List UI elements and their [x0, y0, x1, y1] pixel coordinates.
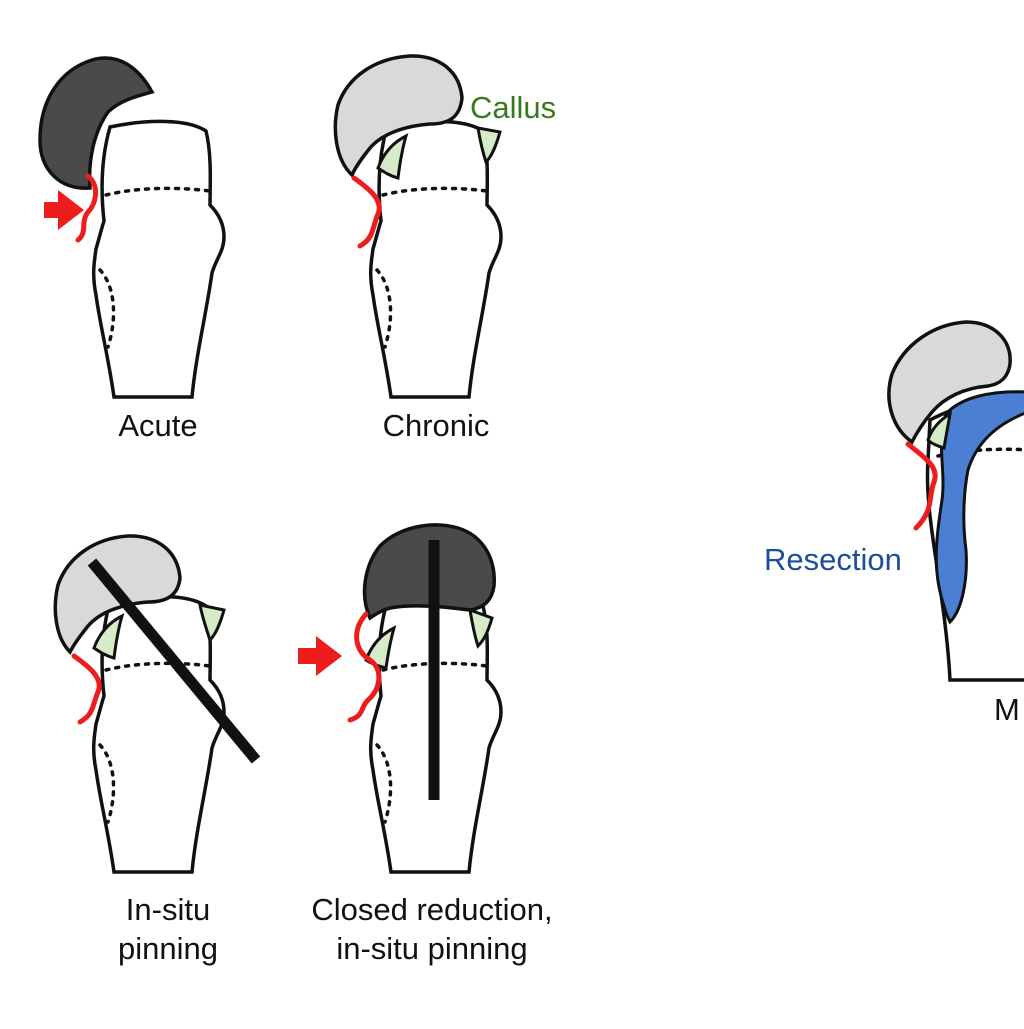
retinacular-vessel [75, 173, 98, 243]
retinacular-vessel [905, 441, 938, 531]
physis-dotted-line [381, 186, 489, 197]
callus-left [926, 411, 953, 450]
label-closed-reduction-line1: Closed reduction, [311, 892, 553, 927]
trochanter-dotted-line [375, 743, 393, 824]
fixation-pin [87, 558, 261, 764]
callus-left [92, 613, 125, 660]
trochanter-dotted-line [98, 743, 116, 824]
callus-right [468, 607, 494, 649]
physis-dotted-line [104, 661, 212, 672]
callus-left [376, 133, 409, 180]
label-in-situ-line1: In-situ [125, 892, 211, 927]
physis-dotted-line [104, 186, 212, 197]
label-resection: Resection [764, 542, 902, 577]
acute-diagram [91, 119, 226, 399]
retinacular-vessel [347, 611, 382, 723]
label-partial: M [994, 692, 1020, 727]
label-in-situ-line2: pinning [118, 931, 218, 966]
callus-right [198, 603, 226, 643]
resection-diagram [887, 320, 1024, 682]
trochanter-dotted-line [98, 268, 116, 349]
arrow-icon [44, 190, 84, 230]
trochanter-dotted-line [375, 268, 393, 349]
label-callus: Callus [470, 90, 557, 125]
chronic-diagram [368, 119, 503, 399]
callus-right [476, 126, 502, 165]
label-acute: Acute [118, 408, 198, 443]
femoral-neck-outline [91, 119, 226, 399]
label-chronic: Chronic [382, 408, 490, 443]
in-situ-diagram [91, 594, 226, 874]
retinacular-vessel [351, 175, 382, 249]
arrow-icon [298, 636, 342, 676]
stable-epiphysis [333, 54, 464, 178]
label-closed-reduction-line2: in-situ pinning [336, 931, 528, 966]
displaced-epiphysis [38, 56, 155, 190]
stable-epiphysis [887, 320, 1012, 445]
retinacular-vessel [71, 653, 102, 725]
